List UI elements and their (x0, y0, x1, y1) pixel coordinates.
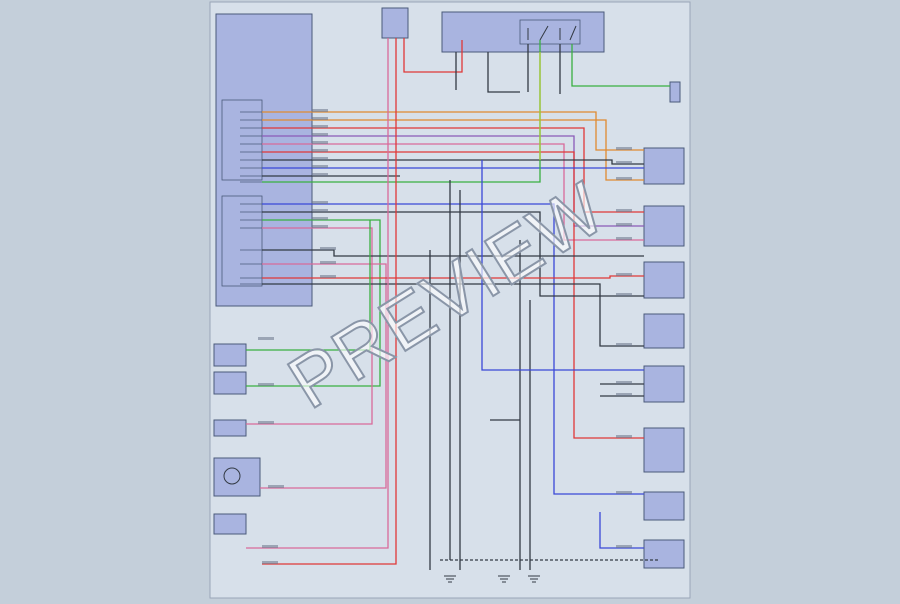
wires (246, 38, 670, 570)
wire-label-mark (312, 173, 328, 176)
wire-dark-4 (262, 249, 644, 257)
wire-label-mark (258, 383, 274, 386)
wire-red-1 (262, 127, 644, 213)
right-devices (643, 81, 685, 569)
wire-label-mark (312, 133, 328, 136)
wire-label-mark (312, 157, 328, 160)
device-liftgate-latch (643, 427, 685, 473)
control-module-connector-1 (221, 99, 263, 181)
wire-blue-2 (262, 203, 644, 495)
wire-label-mark (312, 165, 328, 168)
device-buzzer (213, 419, 247, 437)
wire-red-4 (262, 38, 397, 565)
device-trunk-lamp (669, 81, 681, 103)
wire-dark-6 (487, 52, 520, 93)
device-key-unlock-switch (643, 313, 685, 349)
wire-label-mark (616, 393, 632, 396)
device-lock-motor-left (213, 457, 261, 497)
relay-box (519, 19, 581, 45)
wire-dark-3 (262, 211, 644, 297)
grounds (444, 575, 540, 583)
wire-label-mark (312, 141, 328, 144)
wire-label-mark (616, 177, 632, 180)
wire-pink-1 (262, 143, 644, 241)
device-door-switch-left (213, 343, 247, 367)
device-interior-light (643, 539, 685, 569)
wire-dark-9 (571, 44, 670, 87)
wire-label-mark (262, 545, 278, 548)
wire-green-3 (246, 220, 371, 351)
wire-label-mark (312, 109, 328, 112)
junction-connector-top (381, 7, 409, 39)
wire-label-mark (616, 343, 632, 346)
wire-label-mark (258, 337, 274, 340)
wire-label-mark (616, 491, 632, 494)
wire-label-mark (320, 275, 336, 278)
device-door-lock-motor-front (643, 147, 685, 185)
control-module-connector-2 (221, 195, 263, 287)
left-devices (213, 343, 261, 535)
wire-label-mark (312, 117, 328, 120)
wire-label-mark (312, 201, 328, 204)
wire-label-mark (616, 381, 632, 384)
ground-icon (444, 575, 456, 583)
motor-icon (223, 467, 241, 485)
wire-label-mark (258, 421, 274, 424)
relay-switch-icon (527, 25, 577, 41)
device-rear-lock-actuator (643, 261, 685, 299)
wire-red-2 (262, 151, 644, 439)
ground-icon (528, 575, 540, 583)
wire-label-marks (258, 109, 632, 564)
wire-red-5 (403, 38, 463, 73)
wire-label-mark (616, 237, 632, 240)
wire-label-mark (312, 125, 328, 128)
device-door-lock-switch (643, 205, 685, 247)
wire-label-mark (320, 247, 336, 250)
device-door-switch-right (213, 371, 247, 395)
wire-label-mark (268, 485, 284, 488)
wire-label-mark (616, 545, 632, 548)
wire-label-mark (616, 293, 632, 296)
ground-icon (498, 575, 510, 583)
wire-label-mark (616, 147, 632, 150)
wire-pink-4 (246, 38, 389, 549)
wire-label-mark (312, 225, 328, 228)
control-module-pins (240, 111, 262, 285)
wire-label-mark (616, 435, 632, 438)
wire-label-mark (262, 561, 278, 564)
wire-label-mark (616, 209, 632, 212)
device-courtesy-switch (643, 365, 685, 403)
device-chime-module (643, 491, 685, 521)
wire-label-mark (312, 217, 328, 220)
wire-label-mark (320, 261, 336, 264)
wire-label-mark (312, 149, 328, 152)
wire-blue-3 (481, 160, 644, 371)
wire-label-mark (312, 209, 328, 212)
wire-label-mark (616, 223, 632, 226)
device-joint-connector-left (213, 513, 247, 535)
wire-label-mark (616, 161, 632, 164)
wire-label-mark (616, 273, 632, 276)
